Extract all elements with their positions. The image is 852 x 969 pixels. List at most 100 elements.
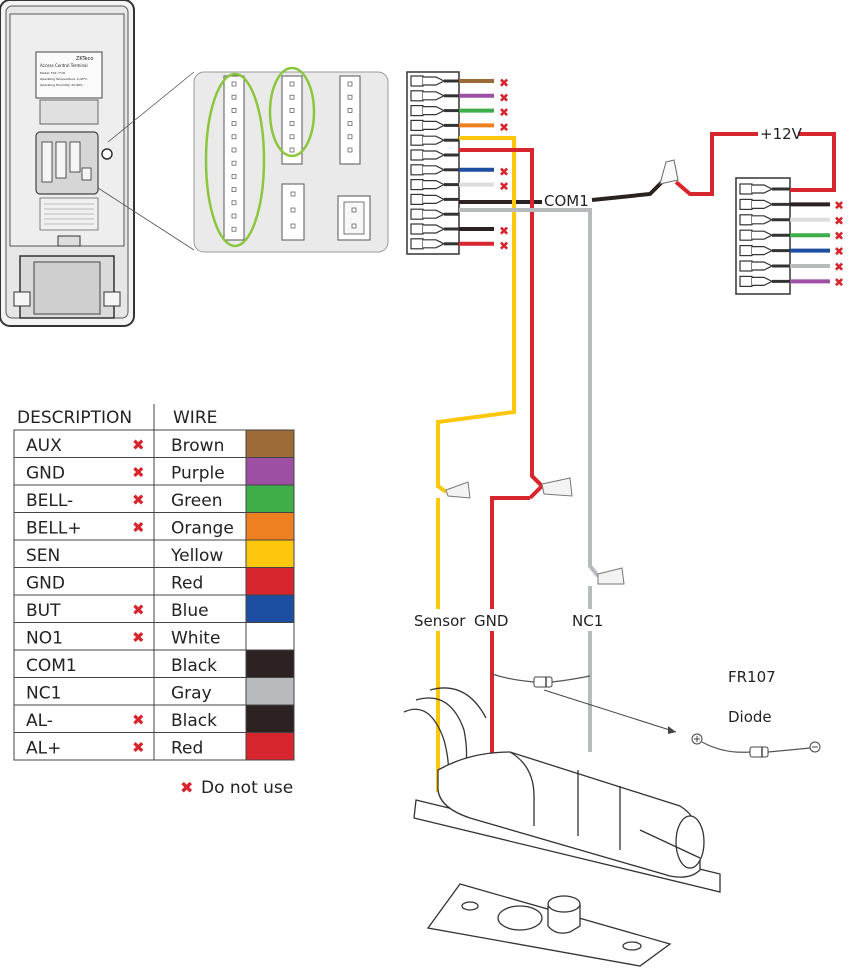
power-connector	[735, 177, 791, 295]
table-cell-description: AL-	[26, 711, 53, 731]
do-not-use-icon: ✖	[499, 180, 509, 194]
table-row: AL-Black✖	[26, 705, 294, 733]
wire-sensor-yellow	[436, 136, 516, 792]
table-swatch	[246, 595, 294, 623]
table-swatch	[246, 485, 294, 513]
table-row: BELL+ Orange ✖	[26, 512, 294, 540]
main-connector-wires: ✖✖✖✖✖✖✖✖	[459, 76, 509, 253]
legend-text: Do not use	[201, 778, 293, 798]
legend-x-icon: ✖	[180, 778, 193, 797]
table-cell-description: SEN	[26, 546, 60, 566]
label-nc1: NC1	[572, 612, 603, 630]
table-row: COM1 Black	[26, 650, 294, 678]
electric-bolt-lock	[403, 687, 721, 893]
table-cell-description: GND	[26, 574, 65, 594]
table-header-description: DESCRIPTION	[17, 408, 132, 428]
power-connector-wires: ✖✖✖✖✖✖	[790, 198, 844, 289]
do-not-use-icon: ✖	[499, 91, 509, 105]
table-swatch	[246, 677, 294, 705]
table-cell-wire: Red	[171, 739, 203, 759]
zoomed-connector-panel	[193, 66, 389, 253]
do-not-use-icon: ✖	[132, 464, 145, 482]
table-cell-description: BELL+	[26, 519, 82, 539]
device-label-line-3: Operating Humidity: 20-80%	[40, 83, 83, 87]
main-connector	[406, 71, 460, 255]
table-swatch	[246, 705, 294, 733]
device-label-title: Access Control Terminal	[40, 63, 88, 68]
do-not-use-icon: ✖	[499, 224, 509, 238]
highlight-ellipse-connector-1	[204, 72, 266, 248]
do-not-use-icon: ✖	[132, 601, 145, 619]
do-not-use-icon: ✖	[499, 165, 509, 179]
wire-nut-com1	[659, 159, 679, 185]
table-cell-wire: Orange	[171, 519, 234, 539]
table-row: NC1 Gray	[26, 677, 294, 705]
do-not-use-icon: ✖	[834, 275, 844, 289]
do-not-use-icon: ✖	[499, 120, 509, 134]
do-not-use-icon: ✖	[132, 739, 145, 757]
strike-plate	[426, 883, 672, 967]
do-not-use-icon: ✖	[132, 519, 145, 537]
table-cell-wire: Purple	[171, 464, 225, 484]
wire-12v-red	[674, 132, 836, 196]
table-row: SEN Yellow	[26, 540, 294, 568]
table-swatch	[246, 622, 294, 650]
label-diode: Diode	[728, 708, 772, 726]
do-not-use-icon: ✖	[132, 436, 145, 454]
highlight-ellipse-connector-2	[268, 66, 316, 158]
device-brand: ZKTeco	[76, 56, 93, 62]
table-swatch	[246, 732, 294, 760]
wire-nut-gnd	[541, 477, 573, 497]
table-header-wire: WIRE	[173, 408, 217, 428]
diode-pointer-arrow	[543, 689, 677, 733]
table-row: AL+ Red ✖	[26, 732, 294, 760]
table-cell-wire: Brown	[171, 436, 224, 456]
do-not-use-icon: ✖	[499, 106, 509, 120]
label-plus12v: +12V	[760, 125, 803, 143]
label-gnd: GND	[474, 612, 508, 630]
table-swatch	[246, 430, 294, 458]
table-cell-wire: White	[171, 629, 220, 649]
device-back-view: ZKTeco Access Control Terminal Model: F2…	[0, 0, 135, 327]
do-not-use-icon: ✖	[834, 260, 844, 274]
table-swatch	[246, 512, 294, 540]
diode-installed	[491, 673, 591, 688]
device-screw-hole	[101, 148, 113, 160]
label-com1: COM1	[544, 192, 589, 210]
label-fr107: FR107	[728, 668, 776, 686]
table-cell-wire: Gray	[171, 684, 212, 704]
table-row: BELL-Green✖	[26, 485, 294, 513]
do-not-use-icon: ✖	[834, 229, 844, 243]
wire-nut-nc1	[597, 567, 625, 585]
table-cell-description: BELL-	[26, 491, 73, 511]
wire-nc1-gray	[459, 208, 600, 752]
table-cell-description: AUX	[26, 436, 62, 456]
wire-nut-sensor	[445, 481, 471, 499]
device-label-line-1: Model: F22 / F18	[40, 71, 65, 75]
do-not-use-icon: ✖	[834, 198, 844, 212]
table-cell-wire: Black	[171, 711, 217, 731]
table-swatch	[246, 650, 294, 678]
do-not-use-icon: ✖	[834, 245, 844, 259]
diode-detail	[691, 733, 821, 758]
label-sensor: Sensor	[414, 612, 466, 630]
table-swatch	[246, 567, 294, 595]
table-cell-description: AL+	[26, 739, 61, 759]
table-cell-wire: Black	[171, 656, 217, 676]
table-cell-description: COM1	[26, 656, 77, 676]
table-cell-description: BUT	[26, 601, 61, 621]
table-cell-description: NC1	[26, 684, 61, 704]
device-label-line-2: Operating Temperature: 0-45°C	[40, 77, 87, 81]
table-swatch	[246, 457, 294, 485]
do-not-use-icon: ✖	[132, 491, 145, 509]
table-row: AUX Brown ✖	[26, 430, 294, 458]
do-not-use-icon: ✖	[499, 76, 509, 90]
do-not-use-icon: ✖	[499, 239, 509, 253]
device-label-plate	[35, 51, 103, 99]
table-cell-wire: Yellow	[170, 546, 223, 566]
